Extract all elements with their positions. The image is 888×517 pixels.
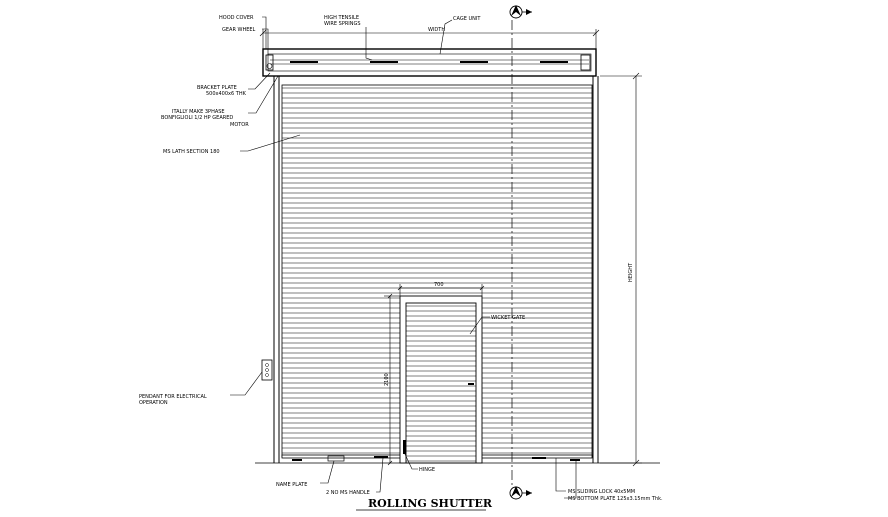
bracket-plate <box>580 54 591 71</box>
label-bottom-plate: MS BOTTOM PLATE 125x3.15mm Thk. <box>568 496 663 502</box>
height-label: HEIGHT <box>628 262 634 282</box>
springs <box>270 59 589 65</box>
width-label: WIDTH <box>428 27 445 33</box>
width-dimension <box>259 29 600 49</box>
guide-channels <box>273 76 599 463</box>
label-bracket-2: 500x400x6 THK <box>206 91 247 97</box>
gate-width-label: 700 <box>434 282 444 288</box>
label-motor-1: ITALLY MAKE 3PHASE <box>172 109 225 115</box>
gate-height-label: 2100 <box>384 373 390 386</box>
pendant-box <box>261 359 273 381</box>
label-motor-2: BONFIGLIOLI 1/2 HP GEARED <box>161 115 233 121</box>
label-cage-unit: CAGE UNIT <box>453 16 481 22</box>
label-bracket-1: BRACKET PLATE <box>197 85 237 91</box>
gear-wheel <box>265 54 274 71</box>
name-plate <box>327 455 345 462</box>
label-pendant-2: OPERATION <box>139 400 168 406</box>
spring-segments <box>290 61 568 63</box>
label-name-plate: NAME PLATE <box>276 482 307 488</box>
gate-hinge <box>403 440 406 454</box>
gate-lath-lines <box>406 305 476 462</box>
label-springs-2: WIRE SPRINGS <box>324 21 361 27</box>
section-marker-top <box>509 5 532 19</box>
section-marker-bottom <box>509 486 532 500</box>
gate-width-dimension <box>397 284 485 296</box>
label-hinge: HINGE <box>419 467 435 473</box>
gate-height-dimension <box>384 293 400 466</box>
label-motor-3: MOTOR <box>230 122 249 128</box>
wicket-gate-inner <box>405 302 477 464</box>
sliding-lock-right <box>570 459 580 461</box>
label-pendant-1: PENDANT FOR ELECTRICAL <box>139 394 207 400</box>
pendant-buttons <box>265 363 269 377</box>
leader-lines <box>230 16 577 499</box>
handle-left <box>292 459 302 461</box>
cage-unit <box>267 53 592 72</box>
drawing-title: ROLLING SHUTTER <box>368 497 493 510</box>
label-lath: MS LATH SECTION 180 <box>163 149 220 155</box>
lath-lines <box>282 87 592 454</box>
label-wicket-gate: WICKET GATE <box>491 315 525 321</box>
height-dimension <box>600 72 642 467</box>
wicket-gate-frame <box>399 295 483 464</box>
label-gear-wheel: GEAR WHEEL <box>222 27 256 33</box>
gate-handle <box>468 383 474 385</box>
sliding-lock-left <box>532 457 546 459</box>
label-springs-1: HIGH TENSILE <box>324 15 359 21</box>
label-hood-cover: HOOD COVER <box>219 15 254 21</box>
label-sliding-lock: MS SLIDING LOCK 40x5MM <box>568 489 635 495</box>
handle-right <box>374 456 388 458</box>
label-handle: 2 NO MS HANDLE <box>326 490 370 496</box>
hood-cover <box>262 48 597 77</box>
